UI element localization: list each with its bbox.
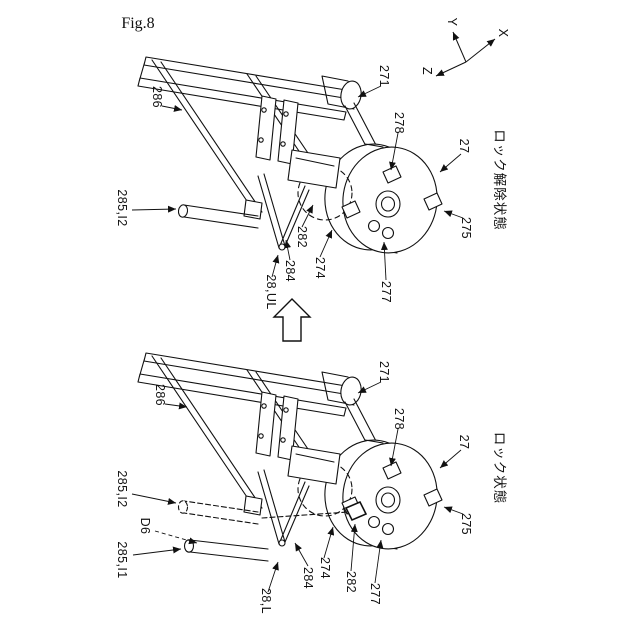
state-label-unlocked: ロック解除状態 <box>492 129 507 231</box>
leader-lines-unlocked <box>131 85 464 281</box>
ref-label-277-top: 277 <box>379 280 393 304</box>
ref-label-278-top: 278 <box>392 111 406 135</box>
axis-label-x: X <box>496 28 510 38</box>
state-label-locked: ロック状態 <box>492 431 507 505</box>
ref-label-27-top: 27 <box>457 138 471 154</box>
ref-label-274-top: 274 <box>313 256 327 280</box>
ref-label-277-bottom: 277 <box>368 582 382 606</box>
ref-label-28l-bottom: 28,L <box>259 588 273 614</box>
ref-label-284-bottom: 284 <box>301 566 315 590</box>
transition-arrow-up-icon <box>272 298 312 342</box>
ref-label-271-top: 271 <box>377 64 391 88</box>
ref-label-285i2-top: 285,I2 <box>115 189 129 227</box>
ref-label-286-top: 286 <box>150 85 164 109</box>
ref-label-275-top: 275 <box>459 216 473 240</box>
ref-label-285i1-bottom: 285,I1 <box>115 541 129 579</box>
ref-label-28ul-top: 28,UL <box>264 274 278 310</box>
assembly-unlocked <box>131 56 464 281</box>
ref-label-271-bottom: 271 <box>377 360 391 384</box>
axis-label-z: Z <box>420 66 434 76</box>
ref-label-285i2-bottom: 285,I2 <box>115 470 129 508</box>
assembly-locked <box>131 352 464 593</box>
ref-label-284-top: 284 <box>283 259 297 283</box>
axes-triad <box>435 31 496 77</box>
ref-label-27-bottom: 27 <box>457 434 471 450</box>
ref-label-282-top: 282 <box>295 225 309 249</box>
figure-title: Fig.8 <box>121 15 155 32</box>
ref-label-275-bottom: 275 <box>459 512 473 536</box>
ref-label-286-bottom: 286 <box>153 383 167 407</box>
leader-lines-locked <box>131 381 464 593</box>
axis-label-y: Y <box>445 17 459 27</box>
ref-label-278-bottom: 278 <box>392 407 406 431</box>
ref-label-282-bottom: 282 <box>344 570 358 594</box>
ref-label-274-bottom: 274 <box>318 556 332 580</box>
ref-label-d6-bottom: D6 <box>138 517 152 535</box>
